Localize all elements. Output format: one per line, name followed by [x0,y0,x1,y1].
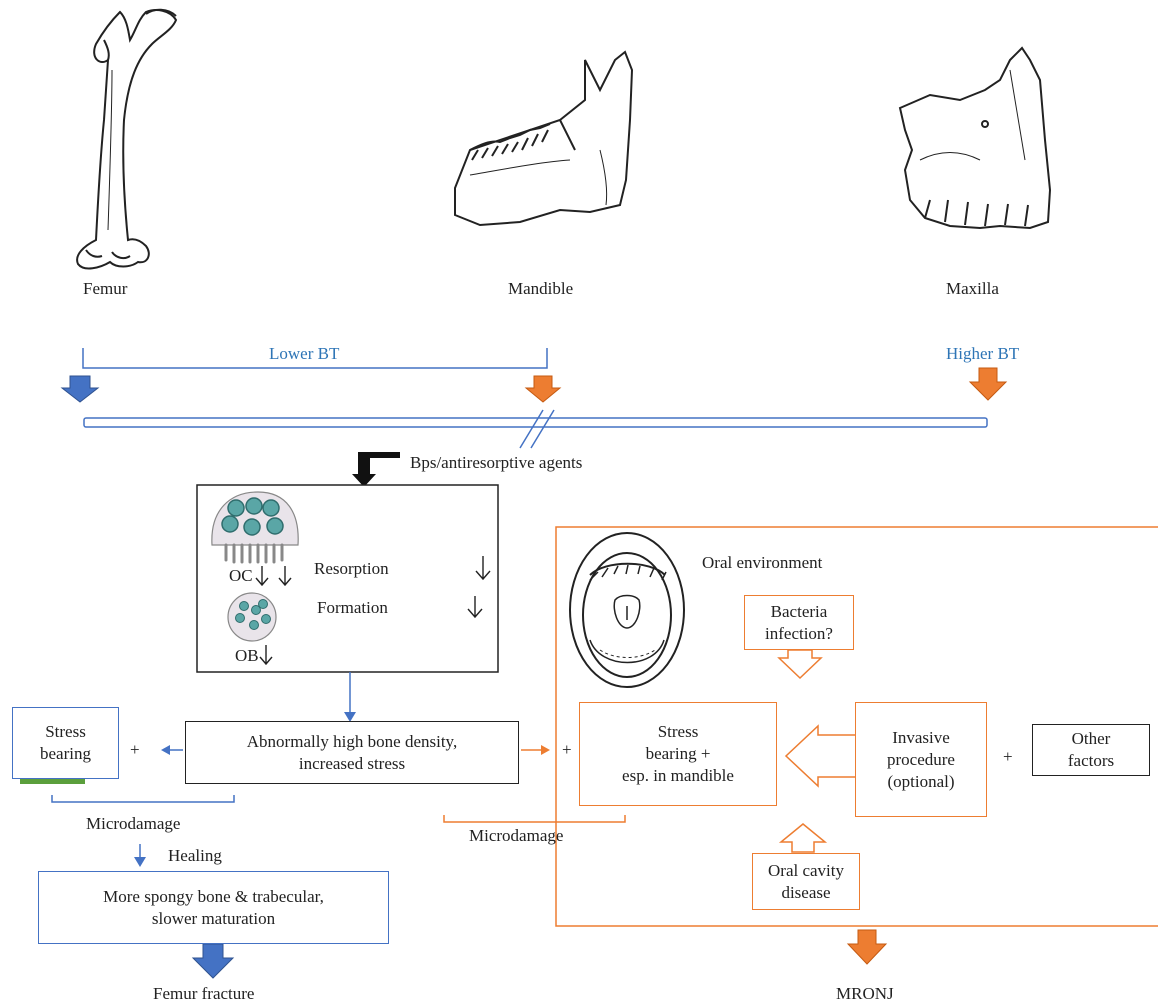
timeline-break-marks [519,409,555,449]
other-factors-box: Other factors [1032,724,1150,776]
mronj-frame [555,526,1158,927]
oral-cavity-disease-box: Oral cavity disease [752,853,860,910]
bone-turnover-timeline [83,417,988,428]
mronj-label: MRONJ [836,984,894,1003]
jaw-plus: + [562,740,572,759]
mandible-turnover-arrow [524,375,562,403]
healing-label: Healing [168,846,222,865]
invasive-procedure-box: Invasive procedure (optional) [855,702,987,817]
femur-fracture-arrow [191,943,235,979]
femur-stress-bearing-box: Stress bearing [12,707,119,779]
resorption-label: Resorption [314,559,389,578]
drug-arrow [352,452,400,487]
lower-bt-bracket [82,348,548,369]
jaw-microdamage-label: Microdamage [469,826,564,845]
maxilla-label: Maxilla [946,279,999,298]
jaw-stress-bearing-box: Stress bearing + esp. in mandible [579,702,777,806]
bacteria-infection-box: Bacteria infection? [744,595,854,650]
invasive-arrow [784,724,857,788]
ob-label: OB [235,646,259,665]
femur-illustration [76,8,178,270]
higher-bt-label: Higher BT [946,344,1020,363]
bone-density-box: Abnormally high bone density, increased … [185,721,519,784]
femur-microdamage-label: Microdamage [86,814,181,833]
spongy-bone-box: More spongy bone & trabecular, slower ma… [38,871,389,944]
drug-label: Bps/antiresorptive agents [410,453,583,472]
other-plus: + [1003,747,1013,766]
femur-plus: + [130,740,140,759]
formation-label: Formation [317,598,388,617]
oc-label: OC [229,566,253,585]
mronj-arrow [846,929,888,965]
osteoblast-icon [227,592,277,642]
mandible-label: Mandible [508,279,574,298]
osteoclast-icon [211,491,299,564]
femur-fracture-label: Femur fracture [153,984,255,1003]
bacteria-arrow [777,649,823,680]
oral-environment-label: Oral environment [702,553,823,572]
decrease-arrows [255,556,491,666]
stress-bearing-underline [20,776,85,784]
oral-cavity-illustration [569,532,685,688]
maxilla-illustration [898,46,1052,230]
oral-disease-arrow [778,823,828,853]
femur-turnover-arrow [60,375,100,403]
femur-label: Femur [83,279,128,298]
lower-bt-label: Lower BT [269,344,340,363]
maxilla-turnover-arrow [968,367,1008,401]
mandible-illustration [454,50,634,227]
